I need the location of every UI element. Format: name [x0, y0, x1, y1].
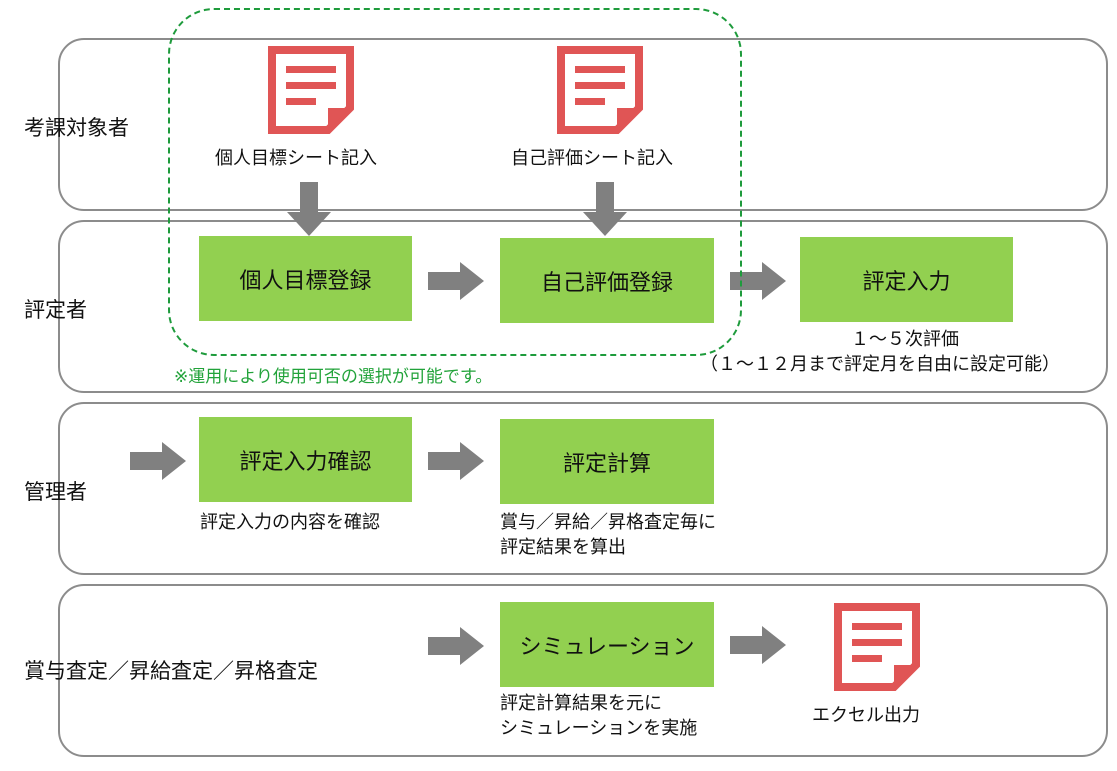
document-icon	[557, 46, 643, 134]
lane-label-admin: 管理者	[24, 480, 87, 504]
goal-register-box: 個人目標登録	[199, 236, 412, 321]
right-arrow	[130, 442, 186, 480]
down-arrow	[583, 182, 627, 236]
lane-label-evaluator: 評定者	[24, 298, 87, 322]
lane-label-review: 賞与査定／昇給査定／昇格査定	[24, 659, 318, 683]
goal-sheet-caption: 個人目標シート記入	[215, 148, 377, 169]
document-icon	[834, 603, 920, 691]
rating-confirm-caption: 評定入力の内容を確認	[200, 512, 380, 533]
rating-note-line2: （１～１２月まで評定月を自由に設定可能）	[700, 354, 1060, 375]
simulation-box: シミュレーション	[500, 602, 714, 687]
document-icon	[268, 46, 354, 134]
optional-note: ※運用により使用可否の選択が可能です。	[174, 367, 493, 387]
lane-label-staff: 考課対象者	[24, 116, 129, 140]
right-arrow	[730, 262, 786, 300]
right-arrow	[730, 626, 786, 664]
self-register-box: 自己評価登録	[500, 238, 714, 323]
rating-confirm-box: 評定入力確認	[199, 417, 412, 502]
right-arrow	[428, 627, 484, 665]
simulation-caption-line1: 評定計算結果を元に	[500, 693, 662, 714]
rating-input-box: 評定入力	[800, 237, 1013, 322]
rating-calc-caption-line2: 評定結果を算出	[500, 537, 626, 558]
rating-calc-caption-line1: 賞与／昇給／昇格査定毎に	[500, 512, 716, 533]
down-arrow	[287, 182, 331, 236]
excel-output-caption: エクセル出力	[812, 705, 920, 726]
simulation-caption-line2: シミュレーションを実施	[500, 718, 698, 739]
rating-calc-box: 評定計算	[500, 419, 714, 504]
right-arrow	[428, 262, 484, 300]
self-sheet-caption: 自己評価シート記入	[511, 148, 673, 169]
rating-note-line1: １～５次評価	[851, 329, 959, 350]
right-arrow	[428, 442, 484, 480]
